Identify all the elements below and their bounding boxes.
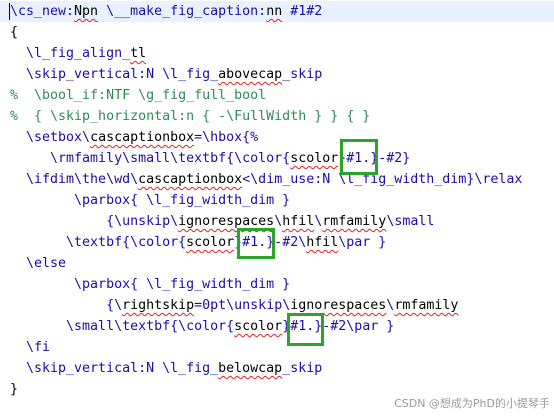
code-token: \__make_fig_caption:	[98, 4, 267, 19]
code-line[interactable]: \parbox{ \l_fig_width_dim }	[10, 274, 290, 295]
code-line[interactable]: {\rightskip=0pt\unskip\ignorespaces\rmfa…	[10, 295, 458, 316]
code-token: \skip_vertical:N \l_fig_	[10, 361, 219, 376]
code-token: \else	[10, 256, 67, 271]
highlight-box-caption-number	[237, 228, 275, 259]
code-line[interactable]: \setbox\cascaptionbox=\hbox{%	[10, 127, 258, 148]
current-line-highlight	[0, 1, 554, 22]
spellcheck-flagged-token: rightskip	[122, 298, 195, 313]
code-line[interactable]: {\unskip\ignorespaces\hfil\rmfamily\smal…	[10, 211, 434, 232]
code-line[interactable]: \cs_new:Npn \__make_fig_caption:nn #1#2	[10, 1, 322, 22]
code-line[interactable]: }	[10, 379, 18, 400]
code-token: \setbox\	[10, 130, 91, 145]
spellcheck-flagged-token: cascaptionbox	[90, 130, 195, 145]
code-token: \textbf{\color{	[10, 235, 187, 250]
code-token: }#1.}-#2}	[338, 151, 411, 166]
code-line[interactable]: \rmfamily\small\textbf{\color{scolor}#1.…	[10, 148, 410, 169]
code-token: \	[314, 214, 323, 229]
code-line[interactable]: \l_fig_align_tl	[10, 43, 146, 64]
watermark: CSDN @想成为PhD的小提琴手	[394, 397, 550, 410]
spellcheck-flagged-token: ignorespaces	[178, 214, 275, 229]
code-token: \cs_new:	[10, 4, 75, 19]
code-line[interactable]: \ifdim\the\wd\cascaptionbox<\dim_use:N \…	[10, 169, 522, 190]
code-line[interactable]: \else	[10, 253, 66, 274]
spellcheck-flagged-token: nn	[266, 4, 283, 19]
spellcheck-flagged-token: abovecap	[218, 67, 283, 82]
code-token: =\hbox{%	[194, 130, 259, 145]
spellcheck-flagged-token: cascaptionbox	[138, 172, 243, 187]
code-token: \small\textbf{\color{	[10, 319, 235, 334]
spellcheck-flagged-token: rmfamily	[394, 298, 459, 313]
comment-token: % { \skip_horizontal:n { -\FullWidth } }…	[10, 109, 371, 124]
code-line[interactable]: \skip_vertical:N \l_fig_abovecap_skip	[10, 64, 322, 85]
code-token: \skip_vertical:N \l_fig_	[10, 67, 219, 82]
comment-token: % \bool_if:NTF \g_fig_full_bool	[10, 88, 267, 103]
code-token: {\unskip\	[10, 214, 179, 229]
code-token: \rmfamily\small\textbf{\color{	[10, 151, 291, 166]
code-token: {\	[10, 298, 123, 313]
code-token: =0pt\unskip\	[194, 298, 291, 313]
code-line[interactable]: % { \skip_horizontal:n { -\FullWidth } }…	[10, 106, 370, 127]
code-token: \parbox{ \l_fig_width_dim }	[10, 193, 291, 208]
code-token: }	[10, 382, 19, 397]
code-token: \l_fig_align_	[10, 46, 131, 61]
spellcheck-flagged-token: scolor	[234, 319, 283, 334]
spellcheck-flagged-token: rmfamily	[322, 214, 387, 229]
spellcheck-flagged-token: tl	[130, 46, 147, 61]
code-line[interactable]: {	[10, 22, 18, 43]
code-token: <\dim_use:N \l_fig_width_dim}\relax	[242, 172, 523, 187]
spellcheck-flagged-token: belowcap	[218, 361, 283, 376]
code-token: \small	[386, 214, 435, 229]
spellcheck-flagged-token: Npn	[74, 4, 99, 19]
spellcheck-flagged-token: scolor	[186, 235, 235, 250]
spellcheck-flagged-token: ignorespaces	[290, 298, 387, 313]
code-token: \	[386, 298, 395, 313]
spellcheck-flagged-token: scolor	[290, 151, 339, 166]
code-line[interactable]: \parbox{ \l_fig_width_dim }	[10, 190, 290, 211]
highlight-box-caption-number	[340, 139, 378, 175]
highlight-box-caption-number	[287, 313, 324, 346]
code-token: {	[10, 25, 19, 40]
code-token: _skip	[282, 67, 323, 82]
code-token: \parbox{ \l_fig_width_dim }	[10, 277, 291, 292]
code-token: #1#2	[282, 4, 323, 19]
code-line[interactable]: \fi	[10, 337, 50, 358]
code-token: \fi	[10, 340, 51, 355]
code-token: _skip	[282, 361, 323, 376]
code-line[interactable]: \skip_vertical:N \l_fig_belowcap_skip	[10, 358, 322, 379]
code-token: }#1.}-#2\	[234, 235, 307, 250]
spellcheck-flagged-token: hfil	[306, 235, 339, 250]
spellcheck-flagged-token: hfil	[282, 214, 315, 229]
text-cursor	[9, 3, 10, 20]
code-token: \par }	[338, 235, 387, 250]
code-line[interactable]: \textbf{\color{scolor}#1.}-#2\hfil\par }	[10, 232, 386, 253]
code-token: \	[274, 214, 283, 229]
code-token: \ifdim\the\wd\	[10, 172, 139, 187]
code-token: }#1.}-#2\par }	[282, 319, 395, 334]
code-line[interactable]: % \bool_if:NTF \g_fig_full_bool	[10, 85, 266, 106]
code-line[interactable]: \small\textbf{\color{scolor}#1.}-#2\par …	[10, 316, 394, 337]
